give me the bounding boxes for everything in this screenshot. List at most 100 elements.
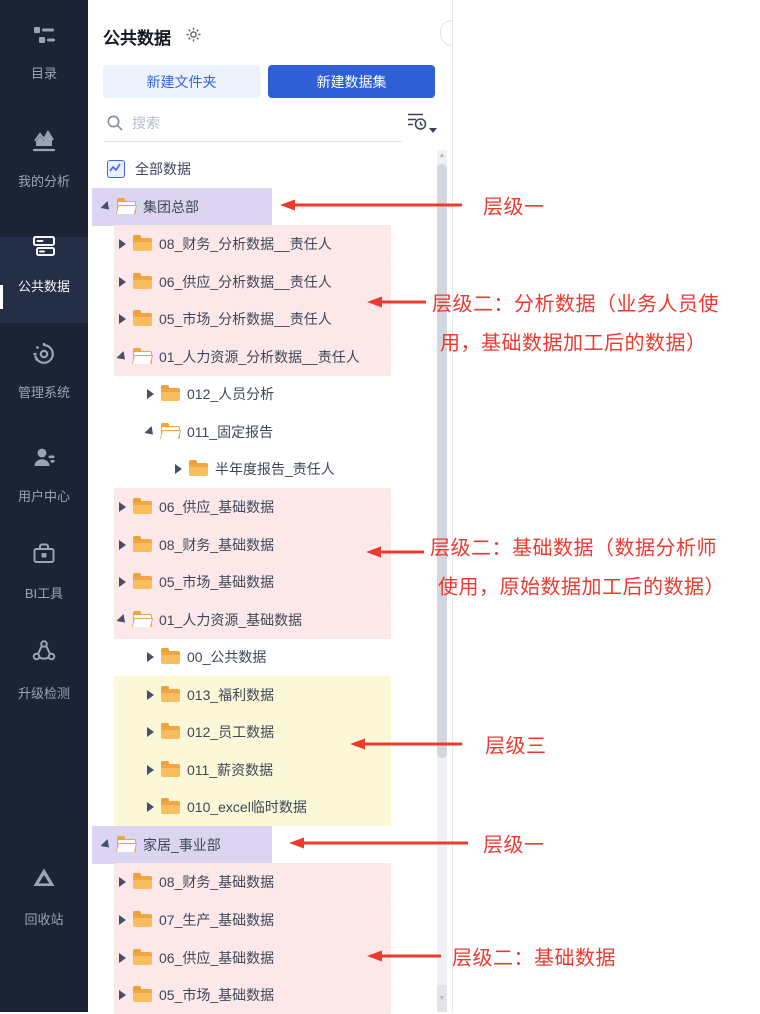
upgrade-check-icon xyxy=(0,638,88,669)
tree-node[interactable]: 011_固定报告 xyxy=(88,413,448,451)
sidebar-item-5[interactable]: 用户中心 xyxy=(0,444,88,514)
sidebar-item-7[interactable]: 升级检测 xyxy=(0,637,88,707)
annotation-text-3: 使用，原始数据加工后的数据） xyxy=(438,576,725,599)
tree-node[interactable]: 07_生产_基础数据 xyxy=(88,901,448,939)
caret-collapsed-icon[interactable] xyxy=(119,239,126,250)
tree-node[interactable]: 012_员工数据 xyxy=(88,713,448,752)
tree-node[interactable]: 05_市场_基础数据 xyxy=(88,563,448,602)
tree-node-label: 集团总部 xyxy=(143,198,199,215)
sidebar-item-label: 用户中心 xyxy=(17,489,70,504)
annotation-text-3: 层级二：基础数据（数据分析师 xyxy=(430,537,717,560)
filter-history-icon[interactable] xyxy=(406,110,428,137)
caret-collapsed-icon[interactable] xyxy=(119,501,126,512)
new-folder-button[interactable]: 新建文件夹 xyxy=(103,65,260,98)
folder-closed-icon xyxy=(133,535,152,552)
caret-collapsed-icon[interactable] xyxy=(119,539,126,550)
row-highlight-pink xyxy=(114,300,391,339)
sidebar-item-4[interactable]: 管理系统 xyxy=(0,340,88,410)
caret-collapsed-icon[interactable] xyxy=(119,276,126,287)
caret-collapsed-icon[interactable] xyxy=(147,727,154,738)
row-highlight-pink xyxy=(114,225,391,264)
my-analysis-icon xyxy=(0,129,88,160)
annotation-text-1: 层级一 xyxy=(483,196,545,219)
tree-node[interactable]: 06_供应_分析数据__责任人 xyxy=(88,262,448,301)
tree-node[interactable]: 08_财务_分析数据__责任人 xyxy=(88,225,448,264)
tree-node[interactable]: 全部数据 xyxy=(88,150,448,188)
caret-collapsed-icon[interactable] xyxy=(119,314,126,325)
tree-node[interactable]: 08_财务_基础数据 xyxy=(88,525,448,564)
tree-node[interactable]: 半年度报告_责任人 xyxy=(88,450,448,488)
sidebar-item-2[interactable]: 我的分析 xyxy=(0,128,88,198)
annotation-text-2: 层级二：分析数据（业务人员使 xyxy=(432,293,719,316)
tree-node[interactable]: 00_公共数据 xyxy=(88,638,448,676)
tree-node[interactable]: 013_福利数据 xyxy=(88,675,448,714)
tree-node[interactable]: 05_市场_基础数据 xyxy=(88,976,448,1014)
tree-node-label: 05_市场_基础数据 xyxy=(159,574,275,591)
search-input[interactable] xyxy=(132,110,392,136)
caret-expanded-icon[interactable] xyxy=(144,425,157,438)
caret-collapsed-icon[interactable] xyxy=(119,990,126,1001)
caret-collapsed-icon[interactable] xyxy=(119,915,126,925)
tree-node-label: 01_人力资源_基础数据 xyxy=(159,611,303,628)
caret-collapsed-icon[interactable] xyxy=(147,764,154,775)
tree-node-label: 06_供应_基础数据 xyxy=(159,949,275,966)
row-highlight-pink xyxy=(114,901,391,939)
tree-node-label: 013_福利数据 xyxy=(187,686,275,703)
caret-collapsed-icon[interactable] xyxy=(147,689,154,700)
sidebar-item-8[interactable]: 回收站 xyxy=(0,864,88,934)
tree-node-label: 010_excel临时数据 xyxy=(187,799,307,816)
search-icon xyxy=(106,114,124,137)
folder-closed-icon xyxy=(133,948,152,965)
tree-node[interactable]: 01_人力资源_分析数据__责任人 xyxy=(88,337,448,376)
tree-node-label: 05_市场_分析数据__责任人 xyxy=(159,311,332,328)
gear-icon[interactable] xyxy=(185,26,202,48)
all-data-chart-icon xyxy=(107,160,125,178)
folder-closed-icon xyxy=(189,460,208,477)
tree-node[interactable]: 08_财务_基础数据 xyxy=(88,863,448,902)
tree-node-label: 半年度报告_责任人 xyxy=(215,461,335,478)
tree-node[interactable]: 011_薪资数据 xyxy=(88,750,448,789)
folder-open-icon xyxy=(132,347,152,364)
tree-scrollbar-thumb[interactable] xyxy=(437,164,447,758)
sidebar-item-1[interactable]: 目录 xyxy=(0,22,88,92)
new-dataset-button[interactable]: 新建数据集 xyxy=(268,65,435,98)
scroll-down-arrow[interactable]: ▼ xyxy=(437,985,447,1012)
sidebar-item-6[interactable]: BI工具 xyxy=(0,540,88,610)
caret-collapsed-icon[interactable] xyxy=(147,389,154,400)
sidebar-item-label: 公共数据 xyxy=(17,279,70,294)
scroll-up-arrow[interactable]: ▲ xyxy=(438,152,446,159)
tree-node[interactable]: 06_供应_基础数据 xyxy=(88,487,448,526)
folder-closed-icon xyxy=(161,723,180,740)
tree-node[interactable]: 家居_事业部 xyxy=(88,825,448,864)
tree-node-label: 01_人力资源_分析数据__责任人 xyxy=(159,348,360,365)
row-highlight-pink xyxy=(114,863,391,902)
row-highlight-yellow xyxy=(114,713,391,752)
row-highlight-pink xyxy=(114,525,391,564)
caret-down-icon[interactable] xyxy=(429,128,437,133)
tree-node[interactable]: 010_excel临时数据 xyxy=(88,788,448,827)
tree-node-label: 00_公共数据 xyxy=(187,649,267,666)
folder-closed-icon xyxy=(161,648,180,665)
tree-node[interactable]: 012_人员分析 xyxy=(88,375,448,413)
tree-node[interactable]: 集团总部 xyxy=(88,187,448,226)
sidebar-item-label: 目录 xyxy=(30,66,57,81)
caret-collapsed-icon[interactable] xyxy=(147,802,154,813)
sidebar-item-label: 升级检测 xyxy=(17,686,70,701)
caret-collapsed-icon[interactable] xyxy=(119,877,126,888)
panel-divider xyxy=(452,0,453,1012)
caret-collapsed-icon[interactable] xyxy=(119,952,126,963)
caret-collapsed-icon[interactable] xyxy=(147,652,154,663)
tree-node-label: 07_生产_基础数据 xyxy=(159,912,275,928)
public-data-icon xyxy=(0,233,88,264)
caret-collapsed-icon[interactable] xyxy=(175,464,182,475)
tree-node-label: 家居_事业部 xyxy=(143,836,221,853)
tree-node-label: 06_供应_分析数据__责任人 xyxy=(159,273,332,290)
caret-collapsed-icon[interactable] xyxy=(119,577,126,588)
catalog-icon xyxy=(0,23,88,54)
tree-node[interactable]: 01_人力资源_基础数据 xyxy=(88,600,448,639)
tree-node[interactable]: 05_市场_分析数据__责任人 xyxy=(88,300,448,339)
sidebar-item-3[interactable]: 公共数据 xyxy=(0,236,88,323)
tree-node[interactable]: 06_供应_基础数据 xyxy=(88,938,448,977)
row-highlight-pink xyxy=(114,976,391,1014)
folder-closed-icon xyxy=(133,873,152,890)
